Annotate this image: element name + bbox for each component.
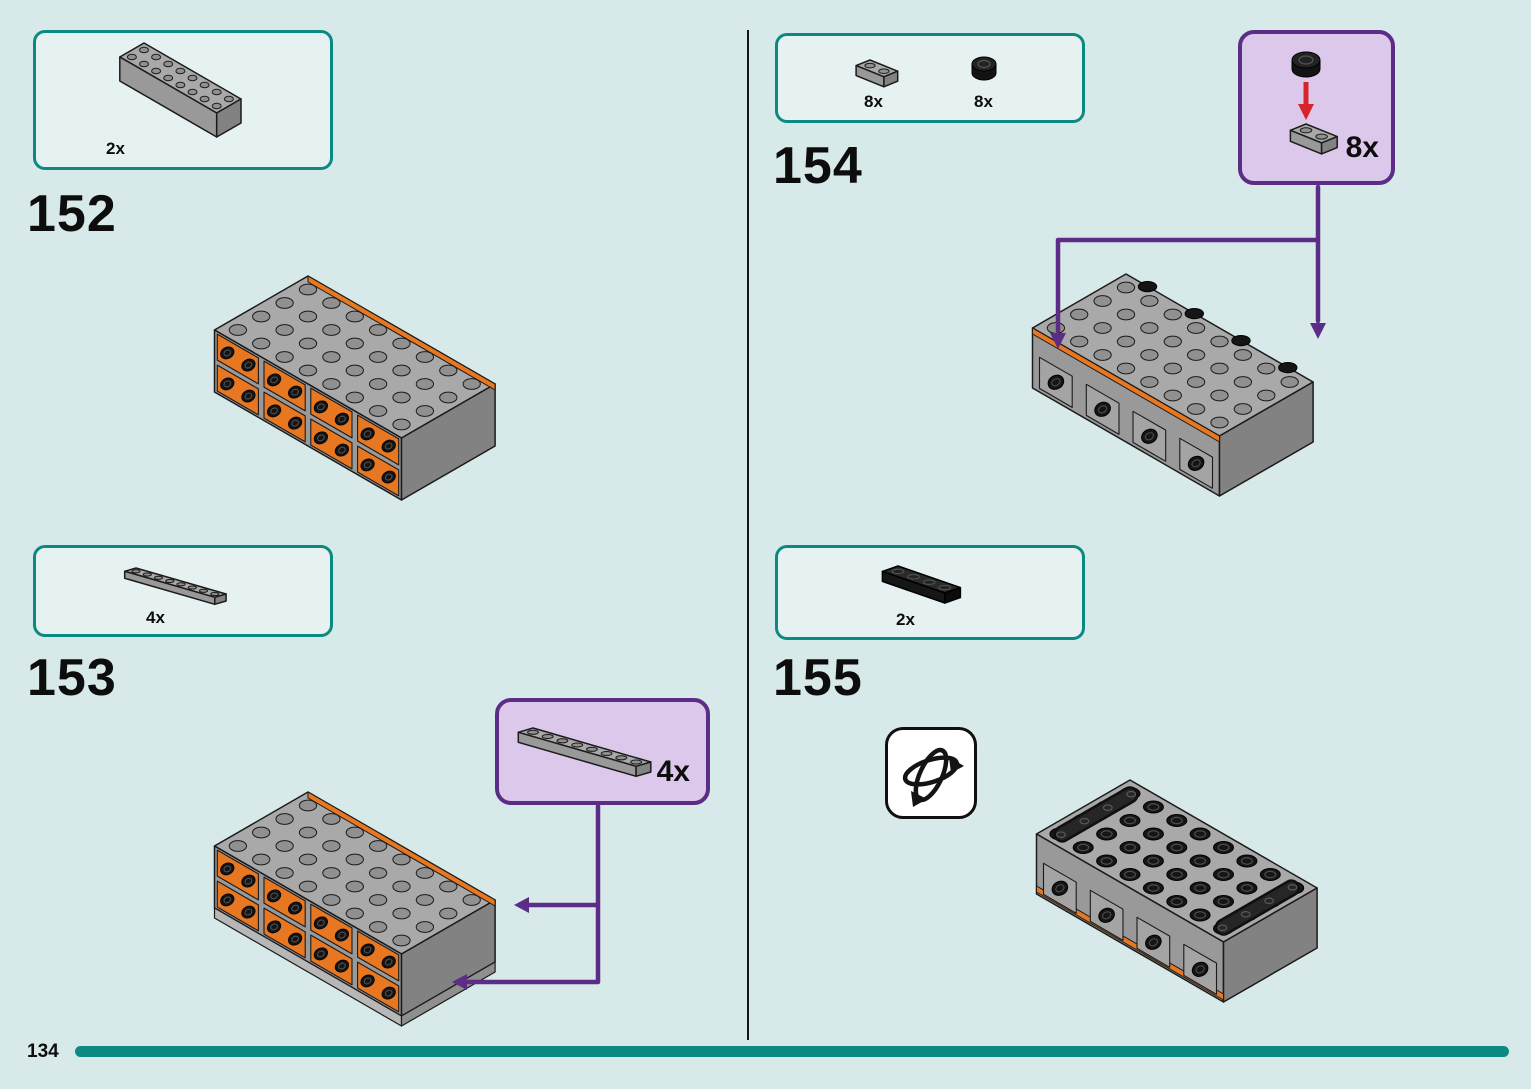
assembly-illustration-152 — [213, 275, 496, 501]
parts-box-155: 2x — [775, 545, 1085, 640]
step-number-154: 154 — [773, 137, 863, 195]
placement-arrows-154 — [1050, 184, 1326, 349]
assembly-illustration-154 — [1031, 273, 1314, 497]
placement-arrows-153 — [452, 803, 601, 990]
page-number: 134 — [27, 1041, 59, 1062]
part-count: 2x — [896, 610, 915, 629]
part-brick-2x8-gray-image — [119, 42, 242, 138]
part-count: 2x — [106, 139, 125, 158]
parts-box-153: 4x — [33, 545, 333, 637]
footer-bar — [75, 1046, 1509, 1057]
callout-tile-placement-image — [1289, 51, 1338, 155]
assembly-illustration-153 — [213, 791, 496, 1027]
part-count: 8x — [864, 92, 883, 111]
rotate-model-icon — [885, 727, 977, 819]
callout-count-154: 8x — [1345, 131, 1379, 164]
step-number-153: 153 — [27, 649, 117, 707]
parts-box-152: 2x — [33, 30, 333, 170]
callout-count-153: 4x — [656, 755, 690, 788]
rotate-arrows-glyph — [902, 747, 964, 807]
part-count: 4x — [146, 608, 165, 627]
assembly-illustration-155 — [1035, 779, 1318, 1003]
callout-154: 8x — [1238, 30, 1395, 185]
part-plate-1x8-gray-image — [123, 567, 227, 606]
part-plate-1x2-gray-image — [855, 59, 899, 88]
parts-box-154: 8x 8x — [775, 33, 1085, 123]
callout-plate-image — [517, 727, 652, 778]
step-number-155: 155 — [773, 649, 863, 707]
part-plate-1x4-black-image — [881, 565, 962, 604]
part-count: 8x — [974, 92, 993, 111]
callout-153: 4x — [495, 698, 710, 805]
column-divider — [747, 30, 749, 1040]
step-number-152: 152 — [27, 185, 117, 243]
part-tile-round-1x1-black-image — [971, 56, 997, 81]
